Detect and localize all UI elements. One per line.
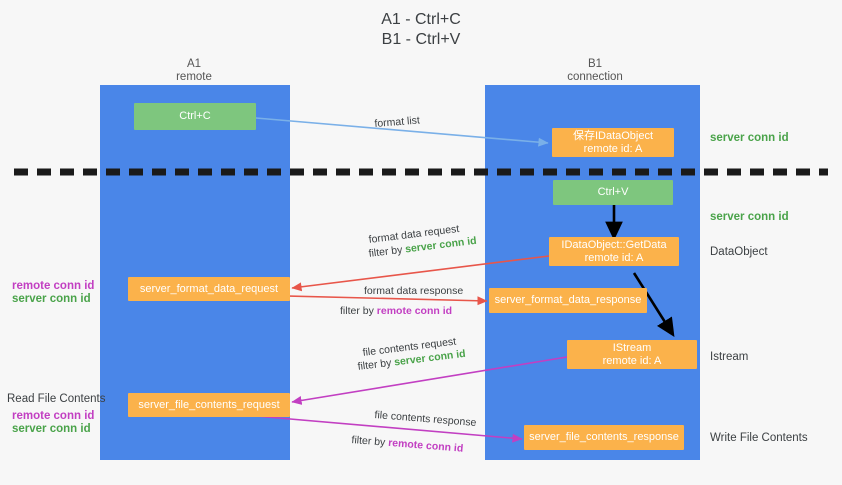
left-label-server-conn-id-1: server conn id xyxy=(12,293,91,305)
left-label-server-conn-id-2: server conn id xyxy=(12,423,91,435)
right-label-write-file-contents: Write File Contents xyxy=(710,432,808,444)
node-ctrl-c-label: Ctrl+C xyxy=(179,110,211,122)
right-label-dataobject: DataObject xyxy=(710,246,768,258)
filter-prefix: filter by xyxy=(351,434,389,449)
lane-a1-name: A1 xyxy=(186,58,202,70)
node-istream-line1: IStream xyxy=(612,341,652,354)
node-ctrl-v[interactable]: Ctrl+V xyxy=(553,180,673,205)
edge-label-format-data-response-line1: format data response xyxy=(364,285,464,297)
node-server-file-contents-request[interactable]: server_file_contents_request xyxy=(128,393,290,417)
node-idataobject-getdata-line2: remote id: A xyxy=(584,251,644,264)
node-save-idataobject-line1: 保存IDataObject xyxy=(572,129,654,142)
right-label-server-conn-id-2: server conn id xyxy=(710,211,789,223)
node-save-idataobject[interactable]: 保存IDataObject remote id: A xyxy=(552,128,674,157)
filter-value-remote-conn-id: remote conn id xyxy=(376,305,453,317)
node-save-idataobject-line2: remote id: A xyxy=(583,142,643,155)
node-ctrl-c[interactable]: Ctrl+C xyxy=(134,103,256,130)
edge-label-file-contents-response-filter: filter by remote conn id xyxy=(351,434,464,456)
left-label-read-file-contents: Read File Contents xyxy=(7,393,106,405)
right-label-server-conn-id-1: server conn id xyxy=(710,132,789,144)
node-server-file-contents-response-label: server_file_contents_response xyxy=(529,431,679,443)
node-server-file-contents-request-label: server_file_contents_request xyxy=(138,398,280,411)
node-server-format-data-request[interactable]: server_format_data_request xyxy=(128,277,290,301)
title-line-1: A1 - Ctrl+C xyxy=(381,11,461,28)
node-istream[interactable]: IStream remote id: A xyxy=(567,340,697,369)
filter-value-remote-conn-id: remote conn id xyxy=(387,436,464,455)
node-server-format-data-request-label: server_format_data_request xyxy=(139,282,279,295)
title-line-2: B1 - Ctrl+V xyxy=(381,31,461,48)
lane-header-b1: B1 connection xyxy=(534,58,656,84)
node-server-file-contents-response[interactable]: server_file_contents_response xyxy=(524,425,684,450)
node-ctrl-v-label: Ctrl+V xyxy=(597,186,629,198)
node-idataobject-getdata-line1: IDataObject::GetData xyxy=(561,238,667,251)
lane-header-a1: A1 remote xyxy=(133,58,255,84)
lane-a1-subtitle: remote xyxy=(176,71,212,83)
node-idataobject-getdata[interactable]: IDataObject::GetData remote id: A xyxy=(549,237,679,266)
edge-label-file-contents-response-line1: file contents response xyxy=(374,409,477,429)
node-istream-line2: remote id: A xyxy=(602,354,662,367)
filter-prefix: filter by xyxy=(340,305,377,317)
left-label-remote-conn-id-2: remote conn id xyxy=(12,410,95,422)
lane-b1-name: B1 xyxy=(587,58,603,70)
node-server-format-data-response[interactable]: server_format_data_response xyxy=(489,288,647,313)
node-server-format-data-response-label: server_format_data_response xyxy=(494,294,642,306)
right-label-istream: Istream xyxy=(710,351,749,363)
lane-b1-subtitle: connection xyxy=(567,71,623,83)
edge-label-format-list: format list xyxy=(374,114,421,130)
left-label-remote-conn-id-1: remote conn id xyxy=(12,280,95,292)
edge-label-format-data-response-filter: filter by remote conn id xyxy=(340,305,452,318)
